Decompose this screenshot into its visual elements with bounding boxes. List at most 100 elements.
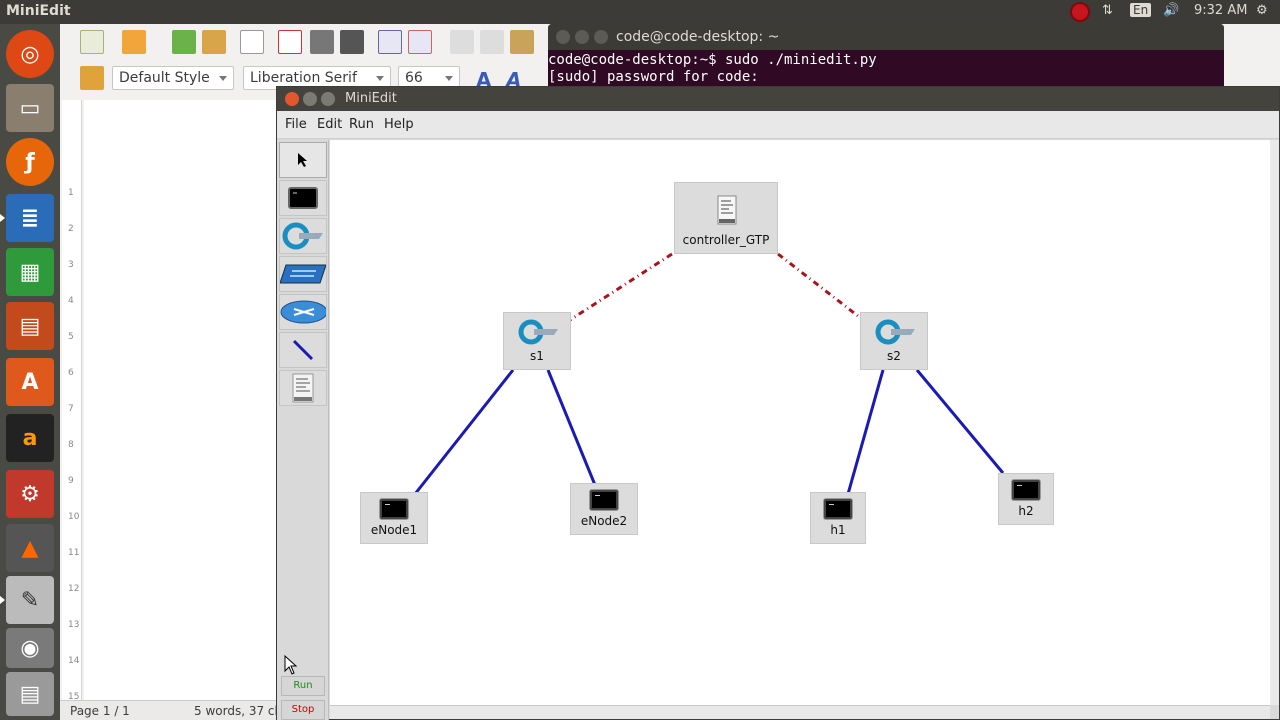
openflow-switch-icon bbox=[875, 319, 915, 345]
files-icon[interactable]: ▭ bbox=[6, 84, 54, 132]
ruler-mark: 2 bbox=[68, 224, 74, 234]
host-node-enode2[interactable]: eNode2 bbox=[570, 483, 638, 535]
writer-icon[interactable]: ≣ bbox=[0, 194, 54, 242]
document-page[interactable] bbox=[84, 100, 278, 700]
maximize-icon[interactable] bbox=[594, 30, 608, 44]
vlc-icon[interactable]: ▲ bbox=[6, 524, 54, 572]
host-icon bbox=[1012, 480, 1040, 500]
maximize-icon[interactable] bbox=[321, 92, 335, 106]
paragraph-style-value: Default Style bbox=[119, 70, 210, 86]
miniedit-title: MiniEdit bbox=[345, 91, 397, 106]
ruler-mark: 5 bbox=[68, 332, 74, 342]
print-preview-icon[interactable] bbox=[340, 30, 364, 54]
controller-icon bbox=[292, 373, 314, 403]
copy-icon[interactable] bbox=[480, 30, 504, 54]
toolbox: Run Stop bbox=[277, 140, 329, 720]
host-tool[interactable] bbox=[279, 180, 327, 216]
controller-link-s2[interactable] bbox=[777, 252, 859, 318]
menu-help[interactable]: Help bbox=[384, 117, 414, 132]
ubuntu-icon[interactable]: ◎ bbox=[6, 30, 54, 78]
impress-icon[interactable]: ▤ bbox=[6, 302, 54, 350]
topology-canvas[interactable]: controller_GTP s1 s2 eNode1 eNode2 h1 h2 bbox=[330, 140, 1270, 705]
host-label: eNode1 bbox=[370, 523, 418, 537]
firefox-icon[interactable]: ƒ bbox=[6, 138, 54, 186]
software-center-icon[interactable]: A bbox=[6, 358, 54, 406]
minimize-icon[interactable] bbox=[575, 30, 589, 44]
host-node-h2[interactable]: h2 bbox=[998, 473, 1054, 525]
host-node-enode1[interactable]: eNode1 bbox=[360, 492, 428, 544]
stop-button[interactable]: Stop bbox=[281, 700, 325, 720]
ruler-mark: 4 bbox=[68, 296, 74, 306]
run-button[interactable]: Run bbox=[281, 676, 325, 696]
text-editor-icon[interactable]: ✎ bbox=[0, 576, 54, 624]
host-node-h1[interactable]: h1 bbox=[810, 492, 866, 544]
host-label: eNode2 bbox=[580, 514, 628, 528]
select-tool[interactable] bbox=[279, 142, 327, 178]
new-document-icon[interactable] bbox=[80, 30, 104, 54]
host-icon bbox=[380, 499, 408, 519]
menu-file[interactable]: File bbox=[285, 117, 307, 132]
switch-node-s1[interactable]: s1 bbox=[503, 312, 571, 370]
miniedit-titlebar[interactable]: MiniEdit bbox=[277, 87, 1279, 111]
terminal-window[interactable]: code@code-desktop: ~ code@code-desktop:~… bbox=[548, 24, 1224, 90]
ruler-mark: 8 bbox=[68, 440, 74, 450]
horizontal-scrollbar[interactable] bbox=[330, 705, 1270, 719]
amazon-icon[interactable]: a bbox=[6, 414, 54, 462]
styles-icon[interactable] bbox=[80, 66, 104, 90]
calc-icon[interactable]: ▦ bbox=[6, 248, 54, 296]
switch-tool[interactable] bbox=[279, 218, 327, 254]
ruler-mark: 3 bbox=[68, 260, 74, 270]
legacy-switch-tool[interactable] bbox=[279, 256, 327, 292]
spellcheck-icon[interactable] bbox=[378, 30, 402, 54]
terminal-titlebar[interactable]: code@code-desktop: ~ bbox=[548, 24, 1224, 50]
legacy-router-tool[interactable] bbox=[279, 294, 327, 330]
link-tool[interactable] bbox=[279, 332, 327, 368]
top-panel: MiniEdit ⇅ En 🔊 9:32 AM ⚙ bbox=[0, 0, 1280, 24]
printer-icon[interactable]: ▤ bbox=[6, 672, 54, 716]
links-layer bbox=[413, 252, 1005, 495]
switch-label: s1 bbox=[530, 349, 544, 363]
controller-link-s1[interactable] bbox=[569, 252, 673, 322]
open-folder-icon[interactable] bbox=[122, 30, 146, 54]
keyboard-layout-indicator[interactable]: En bbox=[1130, 3, 1152, 17]
save-icon[interactable] bbox=[172, 30, 196, 54]
settings-icon[interactable]: ⚙ bbox=[6, 470, 54, 518]
paste-icon[interactable] bbox=[510, 30, 534, 54]
vertical-scrollbar[interactable] bbox=[1270, 140, 1279, 705]
export-icon[interactable] bbox=[202, 30, 226, 54]
link-s1-enode1[interactable] bbox=[413, 369, 515, 495]
link-s2-h1[interactable] bbox=[846, 369, 885, 495]
controller-tool[interactable] bbox=[279, 370, 327, 406]
host-icon bbox=[824, 499, 852, 519]
netlink-icon bbox=[292, 339, 314, 361]
edit-mode-icon[interactable] bbox=[240, 30, 264, 54]
menubar: File Edit Run Help bbox=[277, 111, 1279, 139]
mouse-cursor-icon bbox=[284, 655, 298, 675]
ruler-mark: 12 bbox=[68, 584, 80, 594]
switch-node-s2[interactable]: s2 bbox=[860, 312, 928, 370]
disks-icon[interactable]: ◉ bbox=[6, 628, 54, 668]
link-s1-enode2[interactable] bbox=[546, 369, 597, 486]
network-icon[interactable]: ⇅ bbox=[1102, 3, 1113, 18]
menu-run[interactable]: Run bbox=[349, 117, 374, 132]
close-icon[interactable] bbox=[285, 92, 299, 106]
system-gear-icon[interactable]: ⚙ bbox=[1256, 3, 1268, 18]
controller-node[interactable]: controller_GTP bbox=[674, 182, 778, 254]
close-icon[interactable] bbox=[556, 30, 570, 44]
cut-icon[interactable] bbox=[450, 30, 474, 54]
autospellcheck-icon[interactable] bbox=[408, 30, 432, 54]
link-s2-h2[interactable] bbox=[915, 369, 1005, 474]
export-pdf-icon[interactable] bbox=[278, 30, 302, 54]
legacy-switch-icon bbox=[280, 264, 326, 284]
minimize-icon[interactable] bbox=[303, 92, 317, 106]
menu-edit[interactable]: Edit bbox=[317, 117, 343, 132]
volume-icon[interactable]: 🔊 bbox=[1163, 3, 1180, 18]
ruler-mark: 14 bbox=[68, 656, 80, 666]
record-indicator-icon[interactable] bbox=[1072, 4, 1088, 20]
paragraph-style-combo[interactable]: Default Style bbox=[112, 66, 234, 90]
ruler-mark: 1 bbox=[68, 188, 74, 198]
clock[interactable]: 9:32 AM bbox=[1194, 3, 1248, 18]
print-icon[interactable] bbox=[310, 30, 334, 54]
terminal-line: [sudo] password for code: bbox=[548, 69, 759, 85]
